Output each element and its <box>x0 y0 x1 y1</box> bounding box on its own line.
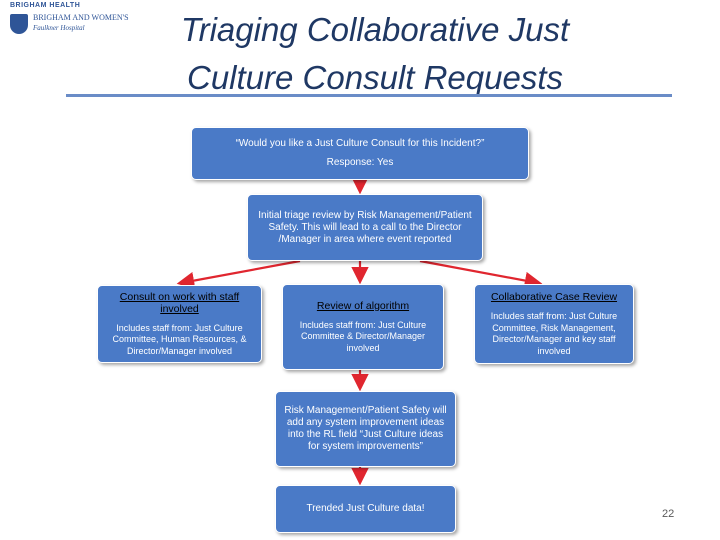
consult-question-box: “Would you like a Just Culture Consult f… <box>191 127 529 180</box>
brigham-logo: BRIGHAM HEALTH BRIGHAM AND WOMEN'S Faulk… <box>10 2 140 38</box>
risk-management-text: Risk Management/Patient Safety will add … <box>284 405 447 452</box>
collaborative-case-review-box: Collaborative Case Review Includes staff… <box>474 284 634 364</box>
logo-name: BRIGHAM AND WOMEN'S <box>33 13 129 22</box>
trended-data-box: Trended Just Culture data! <box>275 485 456 533</box>
arrow-review-to-collaborative <box>419 259 543 290</box>
page-number: 22 <box>662 508 675 520</box>
collaborative-case-review-body: Includes staff from: Just Culture Commit… <box>490 311 618 356</box>
consult-staff-heading: Consult on work with staff involved <box>119 290 240 315</box>
logo-subtitle: Faulkner Hospital <box>33 24 85 32</box>
initial-triage-review-text: Initial triage review by Risk Management… <box>258 209 472 245</box>
risk-management-box: Risk Management/Patient Safety will add … <box>275 391 456 467</box>
initial-triage-review-box: Initial triage review by Risk Management… <box>247 194 483 261</box>
consult-staff-body: Includes staff from: Just Culture Commit… <box>112 322 247 356</box>
title-underline <box>66 94 672 97</box>
consult-staff-box: Consult on work with staff involved Incl… <box>97 285 262 363</box>
collaborative-case-review-heading: Collaborative Case Review <box>490 291 618 303</box>
arrow-review-to-consult <box>176 259 301 290</box>
review-algorithm-body: Includes staff from: Just Culture Commit… <box>299 319 427 353</box>
review-algorithm-box: Review of algorithm Includes staff from:… <box>282 284 444 370</box>
review-algorithm-heading: Review of algorithm <box>316 299 410 312</box>
consult-question: “Would you like a Just Culture Consult f… <box>235 138 485 149</box>
logo-brand-line: BRIGHAM HEALTH <box>10 2 81 9</box>
shield-icon <box>10 14 28 34</box>
consult-response: Response: Yes <box>326 157 394 168</box>
slide-title: Triaging Collaborative Just Culture Cons… <box>180 11 570 96</box>
trended-data-text: Trended Just Culture data! <box>306 503 425 514</box>
